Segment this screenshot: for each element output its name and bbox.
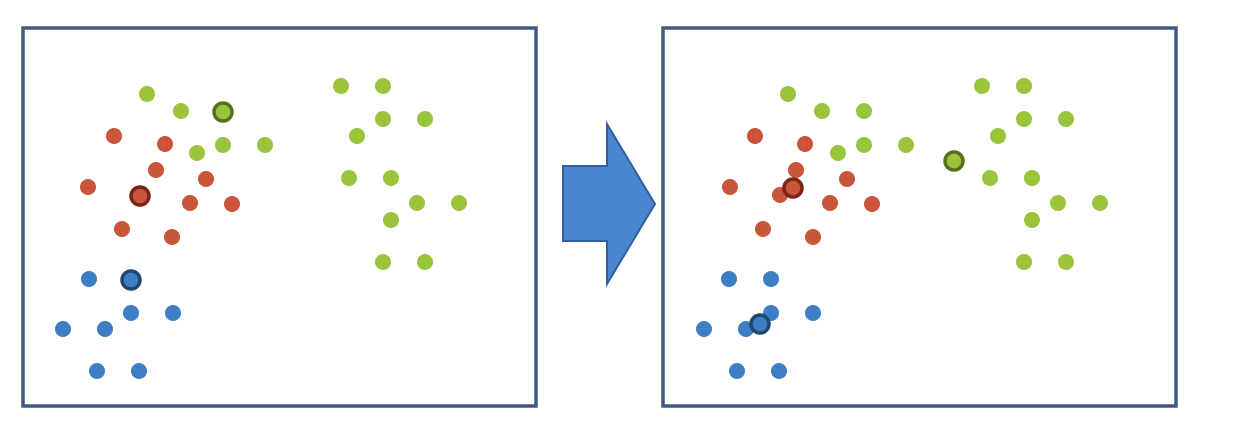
point-blue	[805, 305, 821, 321]
point-blue	[771, 363, 787, 379]
point-blue	[696, 321, 712, 337]
centroid-red	[782, 177, 804, 199]
centroid-blue	[120, 269, 142, 291]
point-red	[182, 195, 198, 211]
point-blue	[81, 271, 97, 287]
point-red	[157, 136, 173, 152]
point-green	[898, 137, 914, 153]
panel-after-points	[696, 78, 1108, 379]
centroid-red	[129, 185, 151, 207]
point-green	[1016, 254, 1032, 270]
point-red	[114, 221, 130, 237]
centroid-blue	[749, 313, 771, 335]
point-green	[1024, 212, 1040, 228]
point-green	[1058, 254, 1074, 270]
point-green	[1016, 78, 1032, 94]
centroid-green	[212, 101, 234, 123]
point-green	[215, 137, 231, 153]
point-green	[375, 254, 391, 270]
point-green	[417, 254, 433, 270]
point-red	[864, 196, 880, 212]
point-green	[1092, 195, 1108, 211]
point-green	[341, 170, 357, 186]
point-red	[755, 221, 771, 237]
centroid-green	[943, 150, 965, 172]
point-green	[333, 78, 349, 94]
point-green	[257, 137, 273, 153]
point-red	[797, 136, 813, 152]
panel-before-points	[55, 78, 467, 379]
point-green	[451, 195, 467, 211]
point-green	[814, 103, 830, 119]
point-blue	[131, 363, 147, 379]
point-green	[780, 86, 796, 102]
point-green	[1024, 170, 1040, 186]
point-blue	[97, 321, 113, 337]
panel-before	[21, 26, 538, 408]
point-green	[856, 137, 872, 153]
point-red	[164, 229, 180, 245]
point-red	[198, 171, 214, 187]
point-blue	[123, 305, 139, 321]
point-green	[830, 145, 846, 161]
point-red	[224, 196, 240, 212]
point-blue	[55, 321, 71, 337]
point-blue	[721, 271, 737, 287]
point-red	[805, 229, 821, 245]
point-red	[822, 195, 838, 211]
point-green	[856, 103, 872, 119]
point-green	[1016, 111, 1032, 127]
point-red	[839, 171, 855, 187]
point-blue	[763, 271, 779, 287]
point-green	[417, 111, 433, 127]
point-red	[148, 162, 164, 178]
point-blue	[165, 305, 181, 321]
point-green	[375, 111, 391, 127]
point-green	[974, 78, 990, 94]
point-green	[375, 78, 391, 94]
point-red	[747, 128, 763, 144]
point-green	[349, 128, 365, 144]
point-green	[990, 128, 1006, 144]
point-red	[722, 179, 738, 195]
point-green	[1050, 195, 1066, 211]
point-red	[106, 128, 122, 144]
point-blue	[729, 363, 745, 379]
point-green	[189, 145, 205, 161]
panel-before-frame	[21, 26, 538, 408]
right-arrow-icon	[562, 120, 657, 288]
point-green	[139, 86, 155, 102]
point-blue	[89, 363, 105, 379]
point-red	[788, 162, 804, 178]
point-green	[982, 170, 998, 186]
point-green	[409, 195, 425, 211]
point-red	[80, 179, 96, 195]
point-green	[173, 103, 189, 119]
panel-after	[661, 26, 1178, 408]
point-green	[383, 212, 399, 228]
point-green	[1058, 111, 1074, 127]
panel-after-frame	[661, 26, 1178, 408]
point-green	[383, 170, 399, 186]
